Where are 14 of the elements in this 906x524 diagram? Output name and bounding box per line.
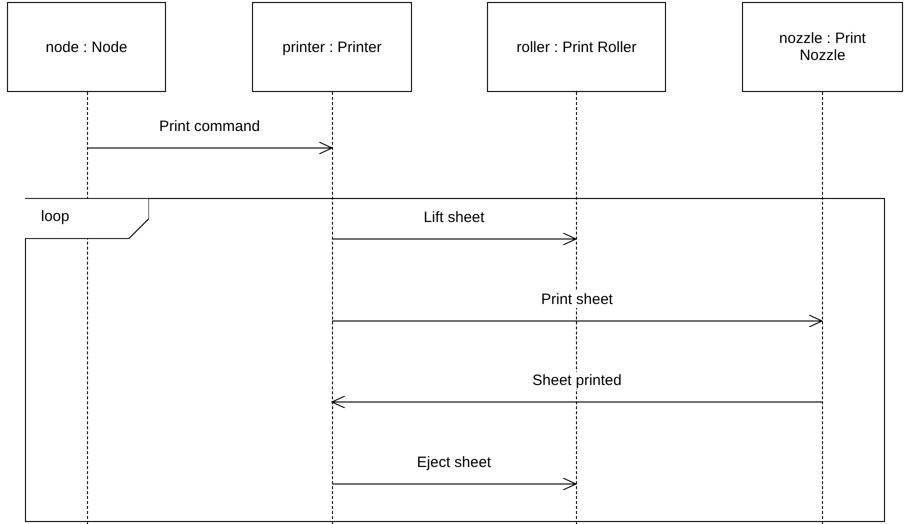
message-arrow <box>332 314 822 328</box>
message-label: Sheet printed <box>530 372 624 389</box>
message-arrow <box>332 232 576 246</box>
lifeline-head-box: node : Node <box>7 2 166 92</box>
message-arrow <box>86 142 332 154</box>
lifeline-head-box: printer : Printer <box>252 2 412 92</box>
lifeline <box>822 92 823 524</box>
message-label: Print sheet <box>539 291 615 308</box>
frame-operator-label: loop <box>41 208 70 225</box>
message-arrow <box>332 478 576 490</box>
lifeline-head-box: roller : Print Roller <box>487 2 666 92</box>
lifeline-head-box: nozzle : Print Nozzle <box>742 2 903 92</box>
lifeline <box>332 92 333 524</box>
message-arrow <box>332 396 822 408</box>
